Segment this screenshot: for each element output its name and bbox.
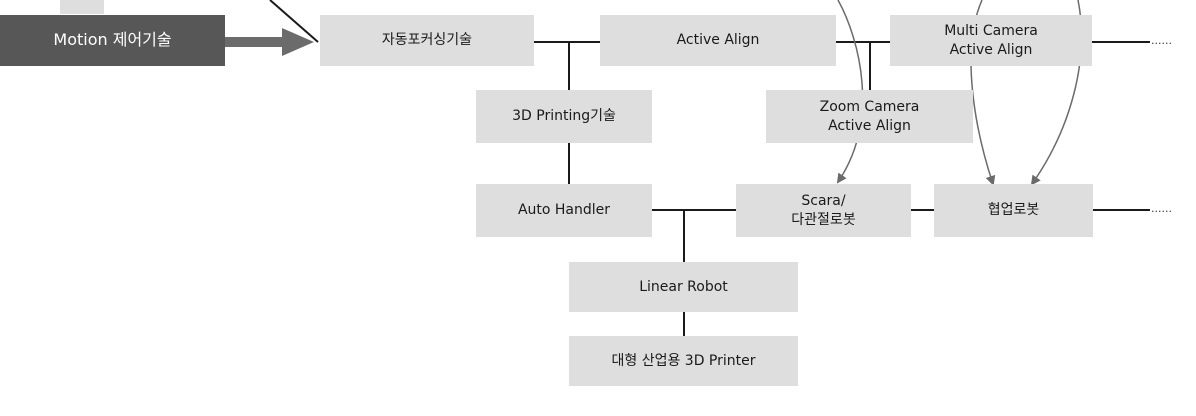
curve-arrow-to-scara (836, 0, 864, 184)
top-left-stub (60, 0, 104, 14)
mid-continuation-dots: ...... (1151, 202, 1172, 215)
linear-robot-label: Linear Robot (639, 278, 728, 295)
multi-camera-label-2: Active Align (949, 41, 1033, 58)
motion-control-box: Motion 제어기술 (0, 15, 225, 66)
zoom-camera-label-2: Active Align (828, 117, 911, 134)
3d-printing-box: 3D Printing기술 (476, 90, 652, 143)
3d-printing-label: 3D Printing기술 (512, 108, 616, 125)
zoom-camera-box: Zoom Camera Active Align (766, 90, 973, 143)
scara-label-2: 다관절로봇 (791, 211, 856, 228)
diagonal-connector (269, 0, 319, 43)
autofocus-label: 자동포커싱기술 (381, 32, 473, 49)
multi-camera-label-1: Multi Camera (944, 23, 1038, 40)
linear-robot-box: Linear Robot (569, 262, 798, 312)
active-align-label: Active Align (676, 32, 760, 49)
motion-arrow-head (282, 28, 314, 56)
scara-box: Scara/ 다관절로봇 (736, 184, 911, 237)
multi-camera-box: Multi Camera Active Align (890, 15, 1092, 66)
cobot-box: 협업로봇 (934, 184, 1093, 237)
large-printer-box: 대형 산업용 3D Printer (569, 336, 798, 386)
motion-arrow-shaft (225, 37, 285, 47)
scara-label-1: Scara/ (801, 193, 846, 210)
autofocus-box: 자동포커싱기술 (320, 15, 534, 66)
active-align-box: Active Align (600, 15, 836, 66)
auto-handler-box: Auto Handler (476, 184, 652, 237)
large-printer-label: 대형 산업용 3D Printer (611, 352, 756, 369)
zoom-camera-label-1: Zoom Camera (819, 99, 920, 116)
auto-handler-label: Auto Handler (517, 202, 611, 219)
motion-control-label: Motion 제어기술 (53, 30, 172, 50)
top-continuation-dots: ...... (1151, 34, 1172, 47)
cobot-label: 협업로봇 (987, 202, 1040, 219)
